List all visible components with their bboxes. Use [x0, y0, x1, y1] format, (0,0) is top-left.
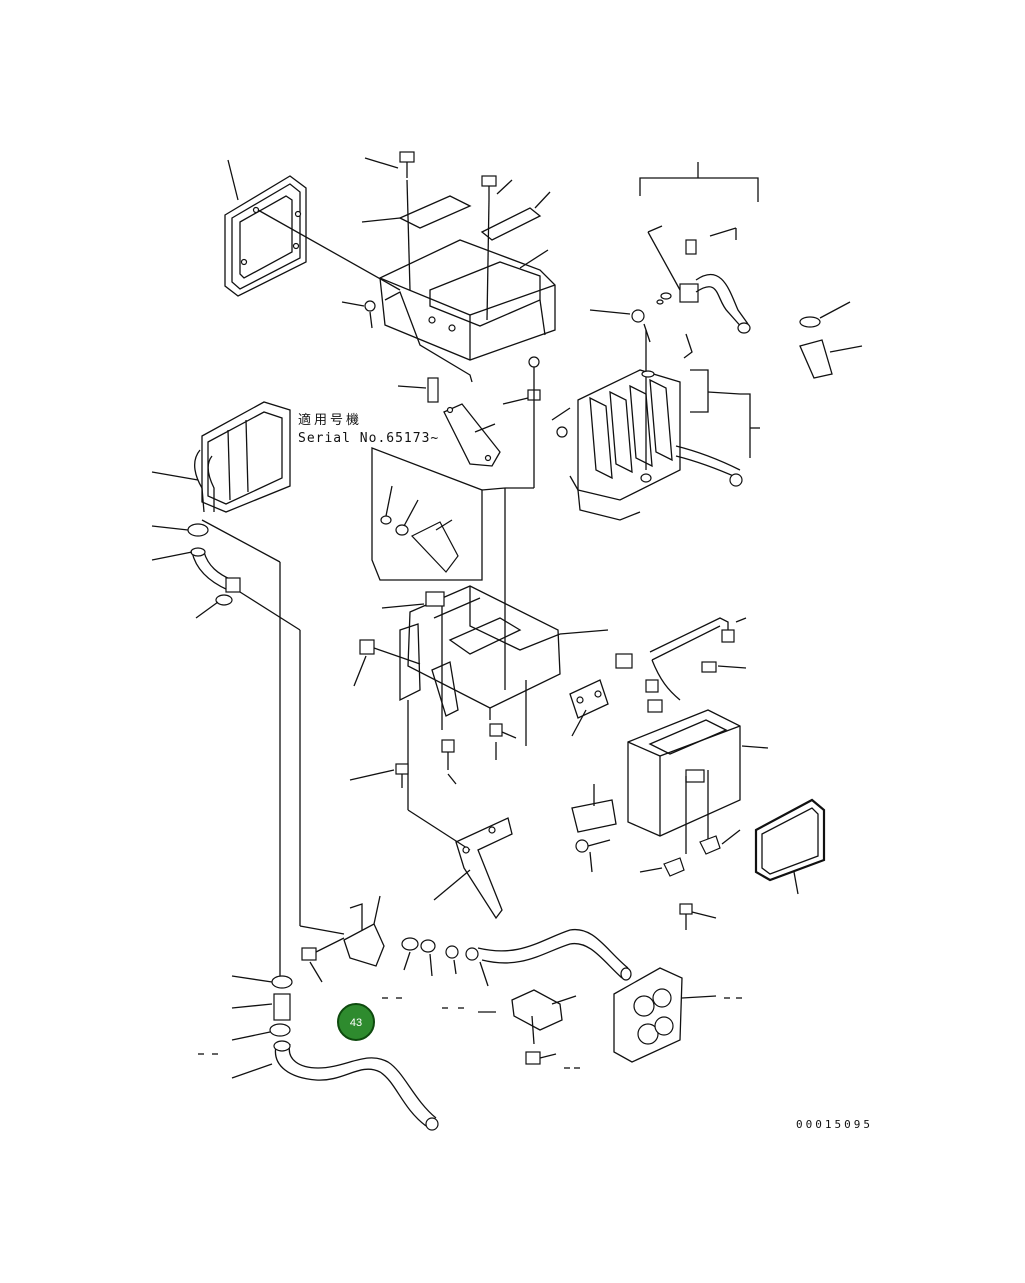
hose-short-bottom	[231, 993, 291, 1021]
bracket-lower-mid	[399, 623, 471, 851]
bolt-controller	[679, 903, 717, 930]
part-hotspot-label: 43	[350, 1017, 362, 1029]
hose-bottom-left	[231, 1040, 439, 1131]
hose-clamp-bottom-2	[231, 1023, 291, 1041]
gasket-plate-right	[571, 784, 617, 833]
bracket-assembly-label	[639, 162, 759, 202]
drawing-number: 00015095	[796, 1118, 873, 1131]
bracket-lower-left	[381, 591, 445, 730]
screw-center	[502, 356, 541, 690]
hose-clamp-lower	[195, 591, 301, 926]
hose-fittings-bottom	[401, 937, 479, 977]
applicability-label-jp: 適用号機	[298, 412, 362, 428]
bracket-bottom-center	[511, 989, 577, 1045]
bolt-lower-mid-1	[441, 739, 457, 785]
bolt-top-1	[364, 151, 415, 291]
lower-case	[407, 585, 609, 720]
stay-bracket-lower	[433, 817, 513, 920]
heater-core	[151, 401, 291, 980]
wiring-harness	[615, 617, 747, 713]
hose-clamp-upper	[151, 523, 209, 537]
detail-callout-box	[371, 447, 506, 581]
bolt-lower-left-2	[349, 763, 409, 788]
screw-right-small	[551, 407, 571, 438]
bracket-top-1	[361, 195, 472, 229]
bolt-bottom-center	[525, 1051, 557, 1065]
screw-right-lower	[575, 839, 611, 873]
vent-grommet-plate	[613, 967, 717, 1063]
part-hotspot-43[interactable]: 43	[337, 1003, 375, 1041]
sleeve-top-right	[799, 301, 863, 379]
bolt-bottom-left	[301, 937, 345, 983]
controller-box	[627, 709, 769, 854]
hose-upper-left	[151, 547, 241, 593]
clips-controller	[639, 829, 741, 877]
screw-top-left	[341, 300, 376, 329]
bracket-small-right	[569, 679, 609, 737]
evaporator	[569, 369, 760, 521]
clip-small-center	[397, 377, 439, 403]
gasket-frame-top-left	[224, 159, 401, 297]
bracket-center	[443, 403, 501, 467]
bracket-top-2	[480, 191, 551, 241]
expansion-valve	[647, 225, 751, 334]
bolt-top-2	[481, 175, 513, 321]
hose-clamp-bottom-1	[231, 975, 293, 989]
grommet-right	[754, 798, 826, 895]
bolt-lower-mid-2	[489, 680, 527, 760]
valve-bracket-bottom	[299, 895, 385, 967]
knob-parts	[380, 485, 459, 573]
applicability-label-en: Serial No.65173~	[298, 431, 439, 446]
dash-marks	[198, 997, 742, 1069]
bolt-lower-left	[353, 639, 421, 687]
hose-bottom-long	[477, 929, 632, 987]
duct-cover-housing	[379, 239, 556, 383]
